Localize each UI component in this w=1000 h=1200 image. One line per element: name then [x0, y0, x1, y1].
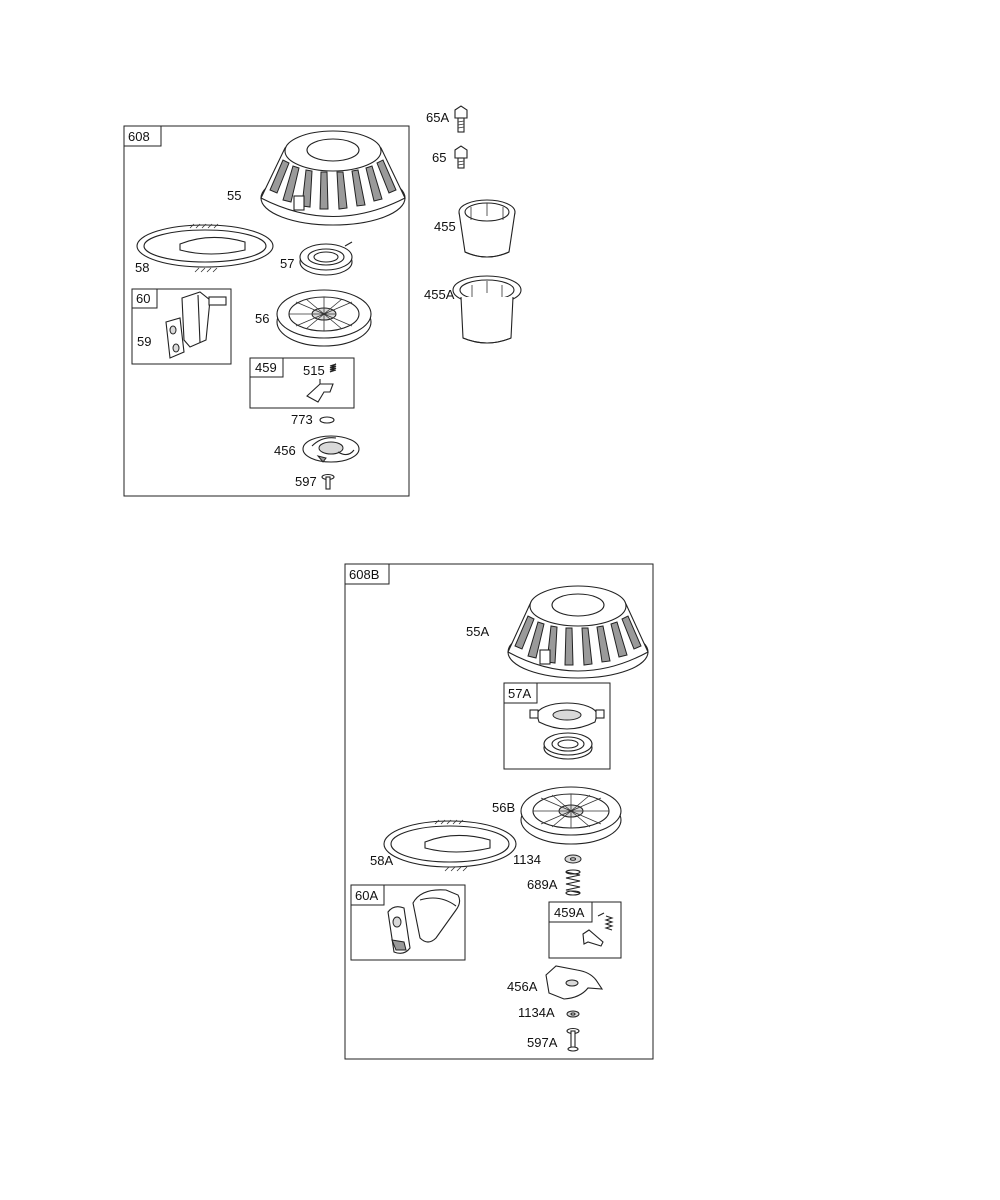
part-1134a-washer	[566, 1010, 580, 1018]
part-59-label: 59	[137, 334, 151, 349]
part-456a-label: 456A	[507, 979, 538, 994]
group-459-frame	[249, 357, 355, 409]
group-459a: 459A	[548, 901, 622, 959]
group-608: 608 55	[123, 125, 410, 497]
part-65a-label: 65A	[426, 110, 449, 125]
part-459a-spring	[597, 912, 614, 931]
part-455a-label: 455A	[424, 287, 455, 302]
part-55-label: 55	[227, 188, 241, 203]
group-57a: 57A	[503, 682, 611, 770]
part-515-spring	[329, 363, 337, 373]
part-456a-retainer	[545, 965, 604, 1000]
part-57a-spring	[543, 732, 593, 760]
part-65-label: 65	[432, 150, 446, 165]
part-57-label: 57	[280, 256, 294, 271]
part-597a-label: 597A	[527, 1035, 558, 1050]
group-57a-tag	[503, 682, 538, 704]
part-456-retainer	[302, 435, 360, 463]
group-57a-label: 57A	[508, 686, 531, 701]
group-60a-tag	[350, 884, 385, 906]
part-689a-spring	[565, 869, 581, 896]
part-57a-cover	[529, 702, 605, 730]
part-57-spring	[299, 241, 353, 276]
part-1134-washer	[564, 854, 582, 864]
part-58a-rope	[383, 819, 517, 872]
part-55-housing	[260, 130, 406, 226]
part-56b-label: 56B	[492, 800, 515, 815]
part-455a-cup	[452, 275, 522, 344]
part-65a-bolt	[454, 105, 468, 133]
part-58-label: 58	[135, 260, 149, 275]
part-515-label: 515	[303, 363, 325, 378]
part-56-label: 56	[255, 311, 269, 326]
group-608b-frame	[344, 563, 654, 1060]
part-689a-label: 689A	[527, 877, 558, 892]
part-459-pawl	[306, 379, 334, 403]
part-65-bolt	[454, 145, 468, 169]
part-55a-label: 55A	[466, 624, 489, 639]
group-60a-frame	[350, 884, 466, 961]
part-60a-handle	[387, 889, 461, 954]
part-597-screw	[321, 473, 335, 490]
group-60: 60 59	[131, 288, 232, 365]
group-459a-tag	[548, 901, 593, 923]
group-459-label: 459	[255, 360, 277, 375]
part-58-rope	[136, 223, 274, 273]
group-60a: 60A	[350, 884, 466, 961]
group-608b-label: 608B	[349, 567, 379, 582]
group-459: 459 515	[249, 357, 355, 409]
part-56-pulley	[276, 289, 372, 347]
part-597a-screw	[566, 1027, 580, 1052]
group-60-label: 60	[136, 291, 150, 306]
group-608b: 608B 55A 57A	[344, 563, 654, 1060]
group-608-label: 608	[128, 129, 150, 144]
part-1134a-label: 1134A	[518, 1005, 555, 1020]
part-455-cup	[458, 199, 516, 258]
group-60a-label: 60A	[355, 888, 378, 903]
part-773-washer	[319, 416, 335, 424]
part-58a-label: 58A	[370, 853, 393, 868]
part-597-label: 597	[295, 474, 317, 489]
group-459a-label: 459A	[554, 905, 585, 920]
part-59-handle	[165, 291, 227, 359]
part-773-label: 773	[291, 412, 313, 427]
group-608-frame	[123, 125, 410, 497]
part-56b-pulley	[520, 786, 622, 845]
part-455-label: 455	[434, 219, 456, 234]
group-60-tag	[131, 288, 158, 309]
group-57a-frame	[503, 682, 611, 770]
group-459-tag	[249, 357, 284, 378]
group-60-frame	[131, 288, 232, 365]
part-55a-housing	[507, 585, 649, 679]
part-459a-pawl	[582, 929, 604, 947]
part-456-label: 456	[274, 443, 296, 458]
group-608-tag	[123, 125, 162, 147]
group-608b-tag	[344, 563, 390, 585]
part-1134-label: 1134	[513, 852, 541, 867]
